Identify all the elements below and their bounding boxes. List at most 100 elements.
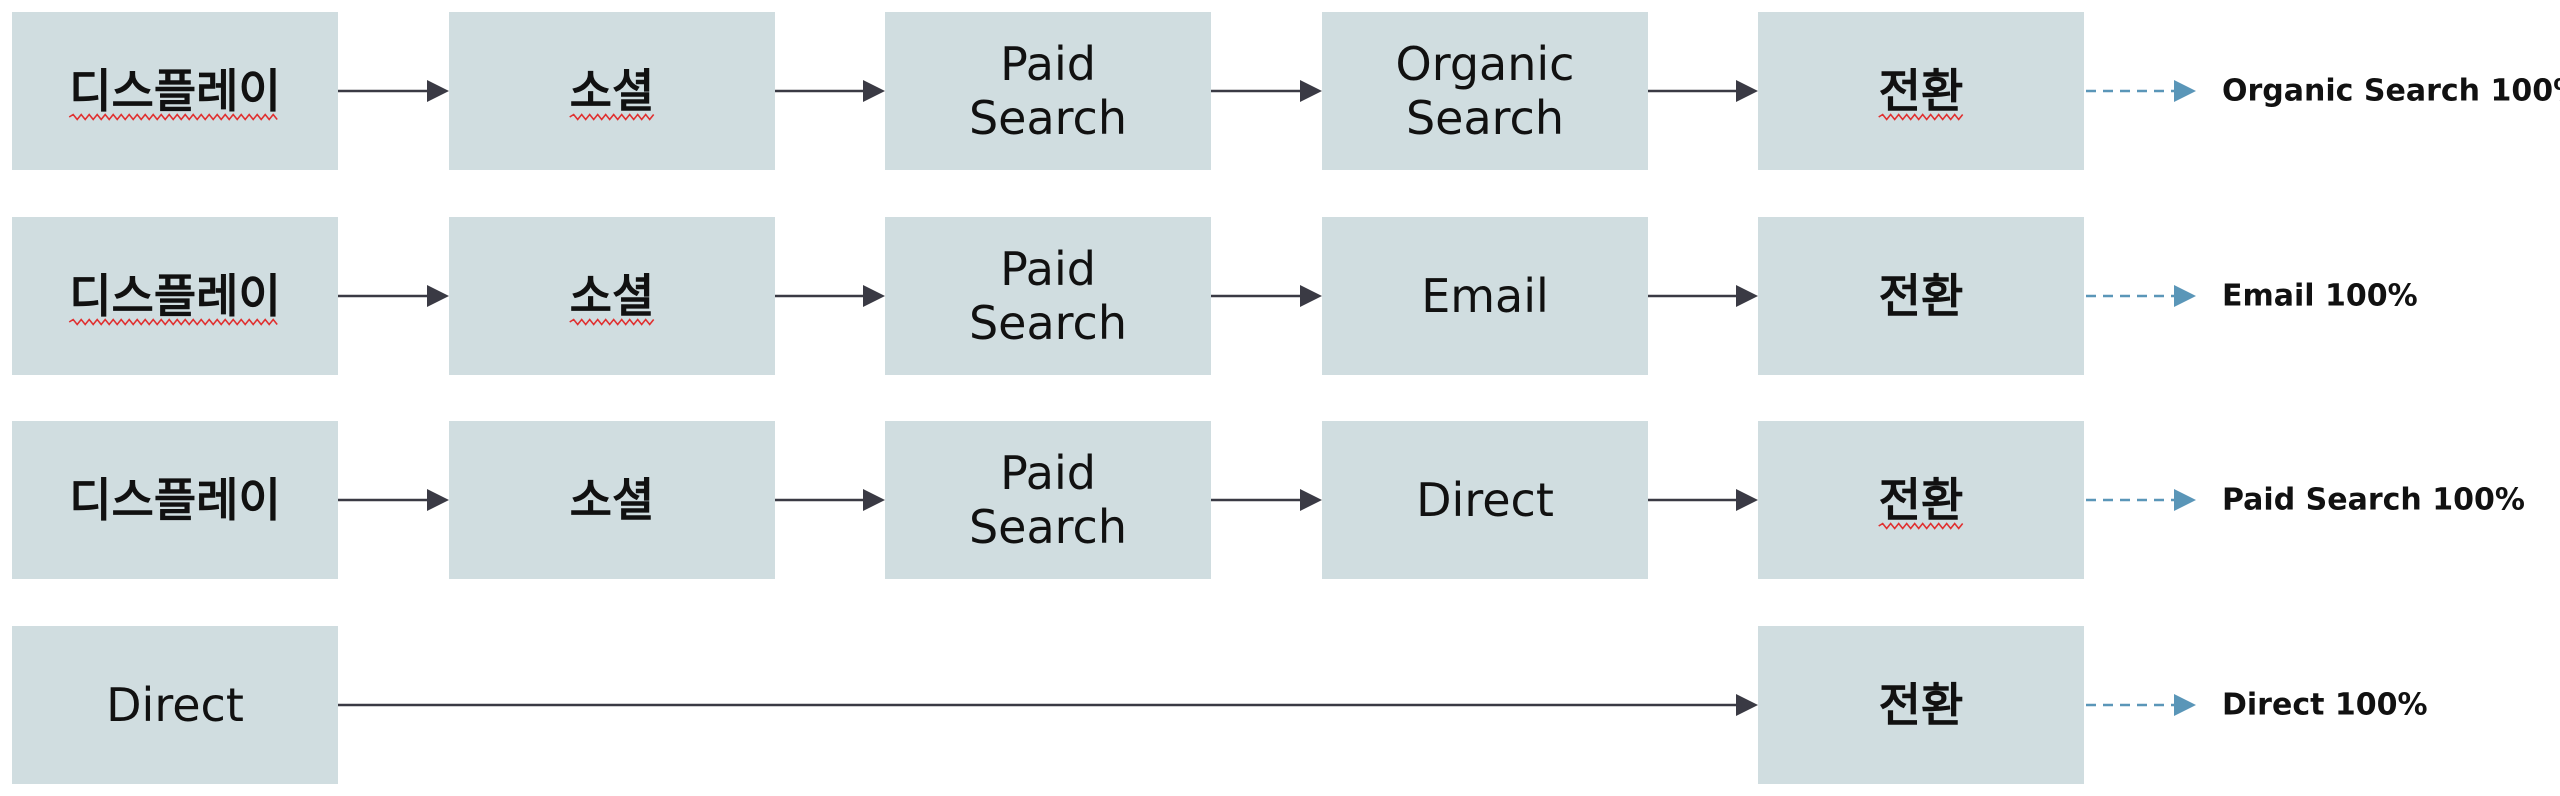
row-3-step-4-label: Direct — [1416, 473, 1554, 527]
row-1-arrow-3 — [1211, 80, 1322, 102]
row-3-arrow-1 — [338, 489, 449, 511]
row-3-arrow-1-head — [427, 489, 449, 511]
row-3-arrow-4 — [1648, 489, 1758, 511]
row-3-step-2-label: 소셜 — [570, 473, 655, 527]
row-1-step-4-rect — [1322, 12, 1648, 170]
row-2-step-4-label: Email — [1421, 269, 1549, 323]
row-1-step-2-spellcheck-underline — [569, 113, 655, 121]
row-1-step-5-rect — [1758, 12, 2084, 170]
row-2-arrow-2 — [775, 285, 885, 307]
row-2-result-arrow-head — [2174, 285, 2196, 307]
row-4-result-arrow — [2086, 694, 2196, 716]
row-3-step-1-rect — [12, 421, 338, 579]
row-1-arrow-2 — [775, 80, 885, 102]
row-3-step-5-label: 전환 — [1879, 473, 1964, 527]
row-4-step-2-label: 전환 — [1879, 678, 1964, 732]
row-1-step-2-rect — [449, 12, 775, 170]
row-1-arrow-1 — [338, 80, 449, 102]
row-4-arrow-1 — [338, 694, 1758, 716]
row-2-arrow-3 — [1211, 285, 1322, 307]
row-1-step-3-rect — [885, 12, 1211, 170]
row-4-step-1-rect — [12, 626, 338, 784]
row-1-result-arrow — [2086, 80, 2196, 102]
row-3-arrow-2-head — [863, 489, 885, 511]
row-1-step-5-spellcheck-underline — [1878, 113, 1964, 121]
row-1-arrow-4-head — [1736, 80, 1758, 102]
row-1-step-2-label: 소셜 — [570, 64, 655, 118]
row-2-step-1-box: 디스플레이 — [12, 217, 338, 375]
row-1-result-label: Organic Search 100% — [2222, 74, 2560, 109]
row-3-step-5-rect — [1758, 421, 2084, 579]
row-1-result-arrow-head — [2174, 80, 2196, 102]
row-2-arrow-4 — [1648, 285, 1758, 307]
row-1-step-4-label: Search — [1406, 91, 1564, 145]
row-2-step-1-rect — [12, 217, 338, 375]
row-4-result-label: Direct 100% — [2222, 688, 2428, 723]
row-2-step-3-rect — [885, 217, 1211, 375]
row-2-arrow-1-head — [427, 285, 449, 307]
row-3-step-1-box: 디스플레이 — [12, 421, 338, 579]
row-2-arrow-2-head — [863, 285, 885, 307]
row-2-result-arrow — [2086, 285, 2196, 307]
row-4-arrow-1-head — [1736, 694, 1758, 716]
row-3-result-arrow-head — [2174, 489, 2196, 511]
row-4-step-2-box: 전환 — [1758, 626, 2084, 784]
row-2-step-4-box: Email — [1322, 217, 1648, 375]
row-4-step-1-label: Direct — [106, 678, 244, 732]
row-2-step-2-rect — [449, 217, 775, 375]
row-1-step-1-label: 디스플레이 — [69, 64, 281, 118]
row-4-result-arrow-head — [2174, 694, 2196, 716]
row-1-step-1-rect — [12, 12, 338, 170]
row-1-step-5-label: 전환 — [1879, 64, 1964, 118]
row-2-result-label: Email 100% — [2222, 279, 2418, 314]
row-3-step-3-label: Search — [969, 500, 1127, 554]
row-3-step-4-rect — [1322, 421, 1648, 579]
row-1-step-4-label: Organic — [1396, 37, 1575, 91]
row-1-arrow-3-head — [1300, 80, 1322, 102]
row-3-step-3-rect — [885, 421, 1211, 579]
row-3-step-2-box: 소셜 — [449, 421, 775, 579]
row-2-step-5-label: 전환 — [1879, 269, 1964, 323]
row-1-arrow-1-head — [427, 80, 449, 102]
row-2-arrow-4-head — [1736, 285, 1758, 307]
row-4-step-1-box: Direct — [12, 626, 338, 784]
row-3-arrow-4-head — [1736, 489, 1758, 511]
row-2-step-2-spellcheck-underline — [569, 318, 655, 326]
row-1-arrow-2-head — [863, 80, 885, 102]
row-3-step-5-spellcheck-underline — [1878, 522, 1964, 530]
row-1-step-2-box: 소셜 — [449, 12, 775, 170]
row-2-step-3-label: Paid — [1000, 242, 1096, 296]
row-1-step-3-label: Paid — [1000, 37, 1096, 91]
row-1-step-1-box: 디스플레이 — [12, 12, 338, 170]
row-1-step-3-label: Search — [969, 91, 1127, 145]
row-3-result-label: Paid Search 100% — [2222, 483, 2525, 518]
row-3-step-3-label: Paid — [1000, 446, 1096, 500]
row-2-step-2-label: 소셜 — [570, 269, 655, 323]
row-2-arrow-3-head — [1300, 285, 1322, 307]
row-3-step-4-box: Direct — [1322, 421, 1648, 579]
row-2-step-1-spellcheck-underline — [68, 318, 278, 326]
row-2-step-5-box: 전환 — [1758, 217, 2084, 375]
row-3-step-5-box: 전환 — [1758, 421, 2084, 579]
row-3-arrow-3-head — [1300, 489, 1322, 511]
row-2-step-5-rect — [1758, 217, 2084, 375]
row-1-step-1-spellcheck-underline — [68, 113, 278, 121]
row-2-step-3-label: Search — [969, 296, 1127, 350]
row-1-step-5-box: 전환 — [1758, 12, 2084, 170]
row-1-arrow-4 — [1648, 80, 1758, 102]
row-2-step-2-box: 소셜 — [449, 217, 775, 375]
row-2-step-1-label: 디스플레이 — [69, 269, 281, 323]
row-3-arrow-3 — [1211, 489, 1322, 511]
row-3-step-1-label: 디스플레이 — [69, 473, 281, 527]
row-4-step-2-rect — [1758, 626, 2084, 784]
row-3-result-arrow — [2086, 489, 2196, 511]
row-2-arrow-1 — [338, 285, 449, 307]
row-2-step-4-rect — [1322, 217, 1648, 375]
row-3-arrow-2 — [775, 489, 885, 511]
row-3-step-2-rect — [449, 421, 775, 579]
